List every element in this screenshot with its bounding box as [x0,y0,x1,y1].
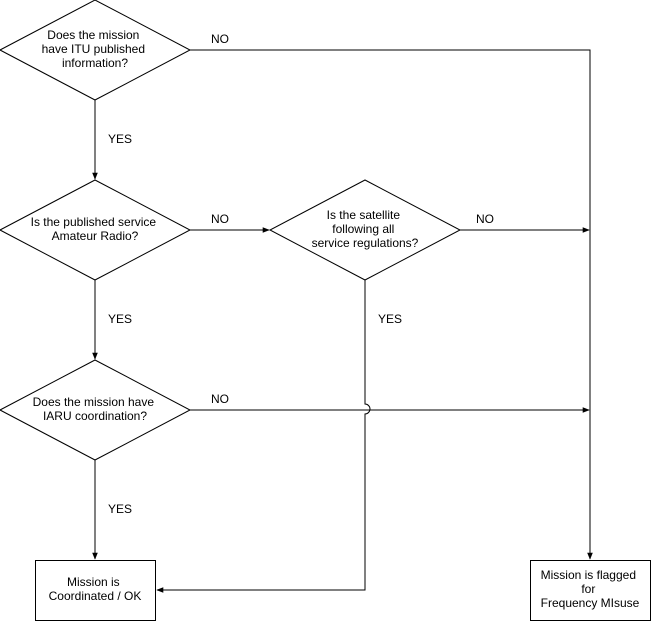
edge-label-d1-no: NO [211,32,229,46]
edge-label-d2-yes: YES [108,312,132,326]
edge-label-d1-yes: YES [108,132,132,146]
edge-label-d3-yes: YES [378,312,402,326]
decision-itu-info [0,0,192,101]
edge-d1-no [190,49,593,560]
edge-label-d2-no: NO [211,212,229,226]
edge-d3-yes [156,280,371,593]
connectors [92,49,593,593]
decision-itu-info-text: Does the mission have ITU published info… [42,28,149,70]
decision-amateur-radio [0,179,192,281]
decision-iaru-coordination [0,359,192,461]
terminal-coordinated-ok [35,560,156,621]
node-labels: Does the mission have ITU published info… [31,28,640,610]
decision-service-regulations-text: Is the satellite following all service r… [312,208,419,250]
edge-label-d3-no: NO [476,212,494,226]
edge-labels: NO YES NO NO YES YES NO YES [108,32,494,516]
edge-label-d4-no: NO [211,392,229,406]
decision-amateur-radio-text: Is the published service Amateur Radio? [31,215,160,243]
terminal-flagged-misuse-text: Mission is flagged for Frequency MIsuse [541,568,640,610]
decision-service-regulations [268,179,462,281]
terminal-coordinated-ok-text: Mission is Coordinated / OK [49,575,142,603]
decision-iaru-coordination-text: Does the mission have IARU coordination? [33,395,158,423]
edge-label-d4-yes: YES [108,502,132,516]
